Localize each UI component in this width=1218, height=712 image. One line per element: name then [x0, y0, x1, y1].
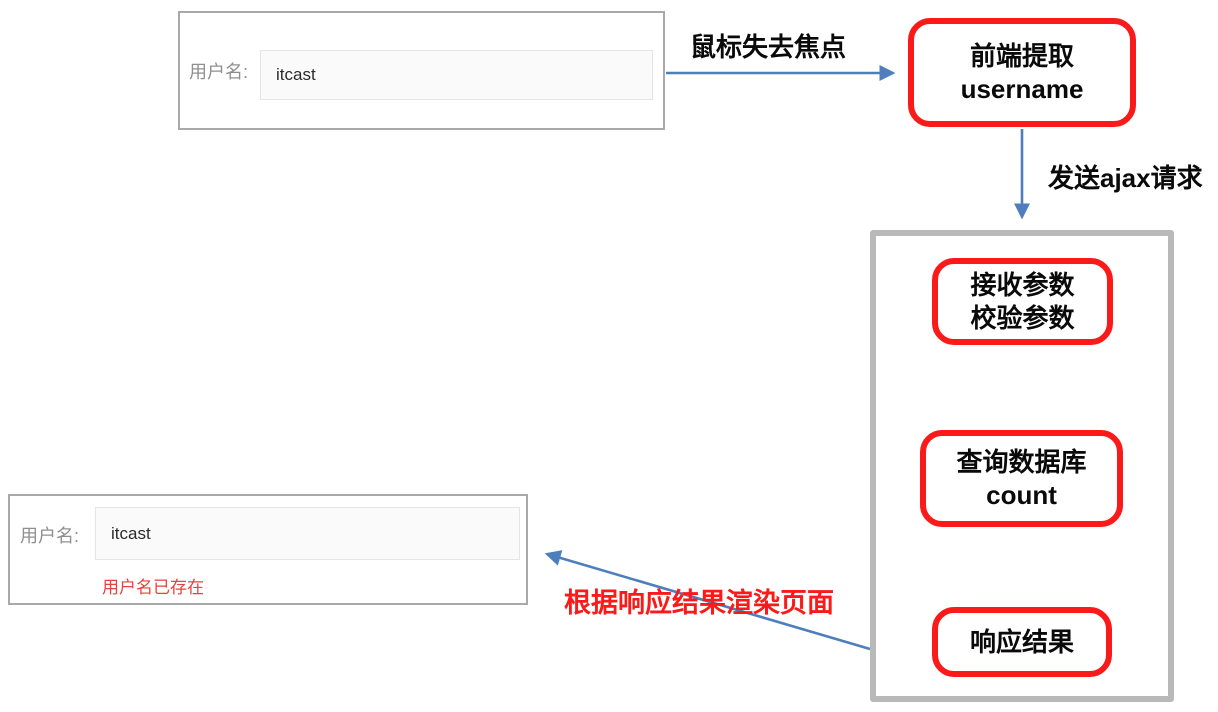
node-query-line1: 查询数据库 — [956, 446, 1087, 477]
node-extract-username: 前端提取 username — [908, 18, 1136, 127]
username-label: 用户名: — [20, 526, 80, 546]
node-respond-result: 响应结果 — [932, 607, 1112, 677]
username-input[interactable] — [95, 507, 520, 560]
node-receive-line2: 校验参数 — [970, 302, 1075, 333]
arrow-render-response — [544, 550, 871, 651]
node-extract-line1: 前端提取 — [969, 40, 1074, 71]
username-form-initial: 用户名: — [178, 11, 665, 130]
username-label: 用户名: — [189, 61, 249, 82]
render-response-label: 根据响应结果渲染页面 — [564, 588, 834, 618]
username-input[interactable] — [260, 50, 653, 100]
node-receive-params: 接收参数 校验参数 — [932, 258, 1113, 345]
node-query-database: 查询数据库 count — [920, 430, 1123, 527]
node-receive-line1: 接收参数 — [970, 269, 1075, 300]
username-form-result: 用户名: 用户名已存在 — [8, 494, 528, 605]
blur-event-label: 鼠标失去焦点 — [690, 32, 847, 62]
ajax-request-label: 发送ajax请求 — [1048, 163, 1203, 193]
node-respond-line1: 响应结果 — [969, 626, 1074, 657]
username-exists-error: 用户名已存在 — [102, 578, 204, 597]
node-query-line2: count — [986, 479, 1057, 510]
node-extract-line2: username — [960, 73, 1084, 104]
